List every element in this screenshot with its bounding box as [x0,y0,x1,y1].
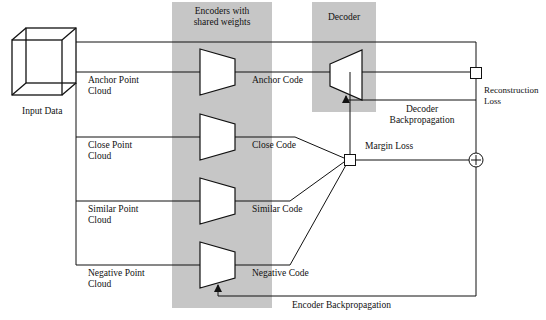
reconstruction-loss-junction: Reconstruction Loss [470,67,482,79]
code-label: Similar Code [252,204,302,215]
input-label: Input Data [22,106,62,117]
point-cloud-label: Negative Point Cloud [88,268,154,291]
code-label: Close Code [252,140,296,151]
point-cloud-label: Close Point Cloud [88,140,154,163]
node-text: Encoders with shared weights [182,6,262,29]
cube-illustration [12,28,76,95]
backprop-label: Decoder Backpropagation [382,104,462,127]
wires [76,42,483,296]
decoder-band-fill [312,2,376,112]
encoder-band-fill [172,2,272,308]
point-cloud-label: Similar Point Cloud [88,204,154,227]
encoder-band: Encoders with shared weights [172,2,272,308]
margin-loss-junction: Margin Loss [344,154,356,166]
code-label: Negative Code [252,268,309,279]
node-text: Margin Loss [365,141,413,152]
code-label: Anchor Code [252,75,303,86]
decoder-band: Decoder [312,2,376,112]
decoder-symbol [330,50,362,100]
encoder-symbols [200,49,362,288]
node-text: Decoder [312,12,376,23]
node-text: Reconstruction Loss [484,85,542,107]
sum-symbol [469,153,483,167]
backprop-label: Encoder Backpropagation [292,300,391,311]
point-cloud-label: Anchor Point Cloud [88,75,154,98]
